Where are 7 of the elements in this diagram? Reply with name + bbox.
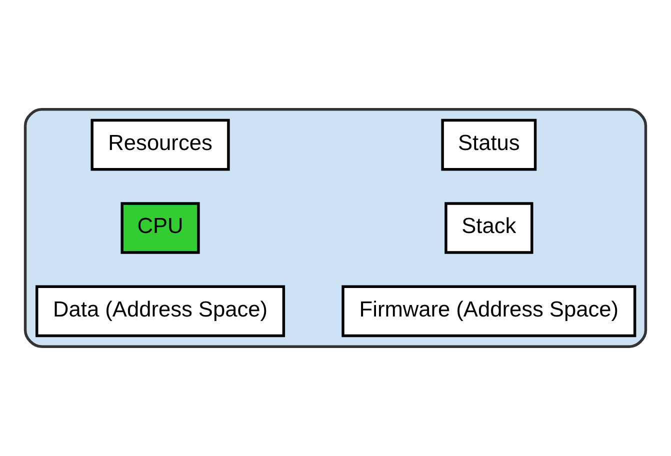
node-box: Firmware (Address Space) [342,285,636,338]
node-box: CPU [120,202,200,254]
node-box: Resources [90,118,230,171]
node-box: Status [441,118,537,171]
node-box: Stack [444,202,534,254]
node-box: Data (Address Space) [36,285,286,338]
cluster [24,108,648,348]
